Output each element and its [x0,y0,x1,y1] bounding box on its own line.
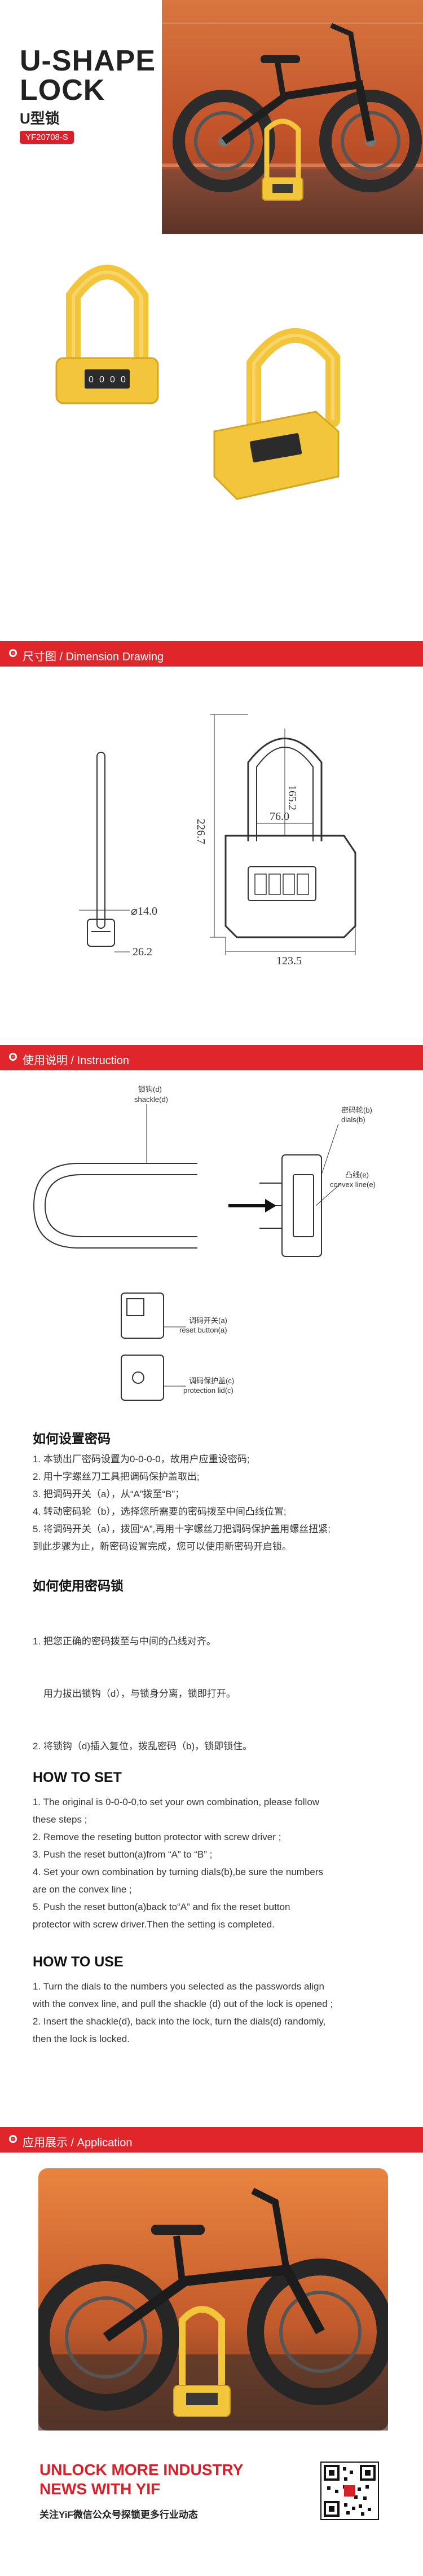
step: then the lock is locked. [33,2034,130,2044]
step: 5. Push the reset button(a)back to“A” an… [33,1902,290,1912]
section-instruction-title: 使用说明 / Instruction [23,1055,129,1067]
dimension-drawing: 76.0 165.2 226.7 123.5 ⌀14.0 26.2 [79,714,356,967]
step: 4. Set your own combination by turning d… [33,1867,323,1877]
step: 1. The original is 0-0-0-0,to set your o… [33,1797,320,1807]
footer-subtitle: 关注YiF微信公众号探锁更多行业动态 [39,2509,198,2520]
label-protect-en: protection lid(c) [183,1386,233,1395]
label-dials: 密码轮(b) [341,1106,372,1114]
section-application-title: 应用展示 / Application [23,2137,133,2149]
dim-123: 123.5 [276,955,302,967]
heading-set-en: HOW TO SET [33,1770,122,1785]
steps-set-en: 1. The original is 0-0-0-0,to set your o… [33,1793,399,1933]
step: 2. 用十字螺丝刀工具把调码保护盖取出; [33,1471,200,1482]
step: 3. 把调码开关（a），从“A”拨至“B”； [33,1489,185,1499]
steps-set-cn: 1. 本锁出厂密码设置为0-0-0-0，故用户应重设密码; 2. 用十字螺丝刀工… [33,1450,399,1555]
section-dimension-title: 尺寸图 / Dimension Drawing [23,651,164,663]
step: 4. 转动密码轮（b），选择您所需要的密码拨至中间凸线位置; [33,1506,287,1517]
dim-165: 165.2 [286,785,298,810]
svg-text:0: 0 [99,375,104,385]
steps-use-cn: 1. 把您正确的密码拨至与中间的凸线对齐。 用力拔出锁钩（d），与锁身分离，锁即… [33,1598,399,1772]
qr-code[interactable] [320,2462,379,2520]
step: 用力拔出锁钩（d），与锁身分离，锁即打开。 [33,1688,236,1699]
step: 1. Turn the dials to the numbers you sel… [33,1981,324,1992]
bike-illustration [162,23,423,201]
svg-text:0: 0 [89,375,94,385]
model-tag: YF20708-S [20,131,74,144]
svg-text:0: 0 [110,375,115,385]
hero-banner: U-SHAPE LOCK U型锁 YF20708-S [0,0,423,234]
step: protector with screw driver.Then the set… [33,1919,275,1930]
dim-26: 26.2 [133,946,152,958]
footer-title: UNLOCK MORE INDUSTRY NEWS WITH YIF [39,2460,243,2499]
svg-text:0: 0 [121,375,126,385]
heading-set-cn: 如何设置密码 [33,1431,111,1446]
dim-226: 226.7 [195,819,207,844]
step: 2. Remove the reseting button protector … [33,1832,281,1842]
qr-code-icon [324,2465,376,2517]
section-instruction: 使用说明 / Instruction [0,1045,423,1070]
hero-title-line1: U-SHAPE [20,45,156,77]
heading-use-en: HOW TO USE [33,1954,124,1970]
step: these steps ; [33,1814,87,1825]
step: 2. 将锁钩（d)插入复位，拨乱密码（b)，锁即锁住。 [33,1741,253,1752]
section-circle-icon [9,649,17,657]
footer-title-line1: UNLOCK MORE INDUSTRY [39,2461,244,2478]
hero-title: U-SHAPE LOCK [20,46,156,105]
dim-14: ⌀14.0 [131,905,157,918]
step: 3. Push the reset button(a)from “A” to “… [33,1849,213,1860]
step: 5. 将调码开关（a），拨回“A”,再用十字螺丝刀把调码保护盖用螺丝扭紧; [33,1524,331,1534]
label-protect: 调码保护盖(c) [189,1377,234,1385]
footer-title-line2: NEWS WITH YIF [39,2480,161,2498]
label-shackle: 锁钩(d) [138,1085,162,1093]
label-reset: 调码开关(a) [189,1316,227,1325]
section-circle-icon [9,2135,17,2143]
label-dials-en: dials(b) [341,1115,365,1124]
section-application: 应用展示 / Application [0,2127,423,2152]
step: with the convex line, and pull the shack… [33,1999,333,2009]
hero-title-line2: LOCK [20,74,105,107]
label-shackle-en: shackle(d) [134,1095,168,1104]
steps-use-en: 1. Turn the dials to the numbers you sel… [33,1978,399,2048]
section-circle-icon [9,1053,17,1061]
heading-use-cn: 如何使用密码锁 [33,1578,124,1593]
step: 1. 把您正确的密码拨至与中间的凸线对齐。 [33,1636,216,1647]
label-reset-en: reset button(a) [179,1326,227,1334]
step: are on the convex line ; [33,1884,132,1895]
section-dimension: 尺寸图 / Dimension Drawing [0,641,423,667]
instruction-diagram: 锁钩(d) shackle(d) 密码轮(b) dials(b) 凸线(e) c… [33,1085,376,1401]
application-photo [38,2168,388,2431]
dim-76: 76.0 [270,810,289,823]
hero-subtitle: U型锁 [20,110,60,127]
label-convex-en: convex line(e) [330,1180,376,1189]
step: 2. Insert the shackle(d), back into the … [33,2016,326,2027]
step: 1. 本锁出厂密码设置为0-0-0-0，故用户应重设密码; [33,1454,250,1465]
label-convex: 凸线(e) [345,1171,369,1179]
step: 到此步骤为止，新密码设置完成，您可以使用新密码开启锁。 [33,1541,292,1552]
